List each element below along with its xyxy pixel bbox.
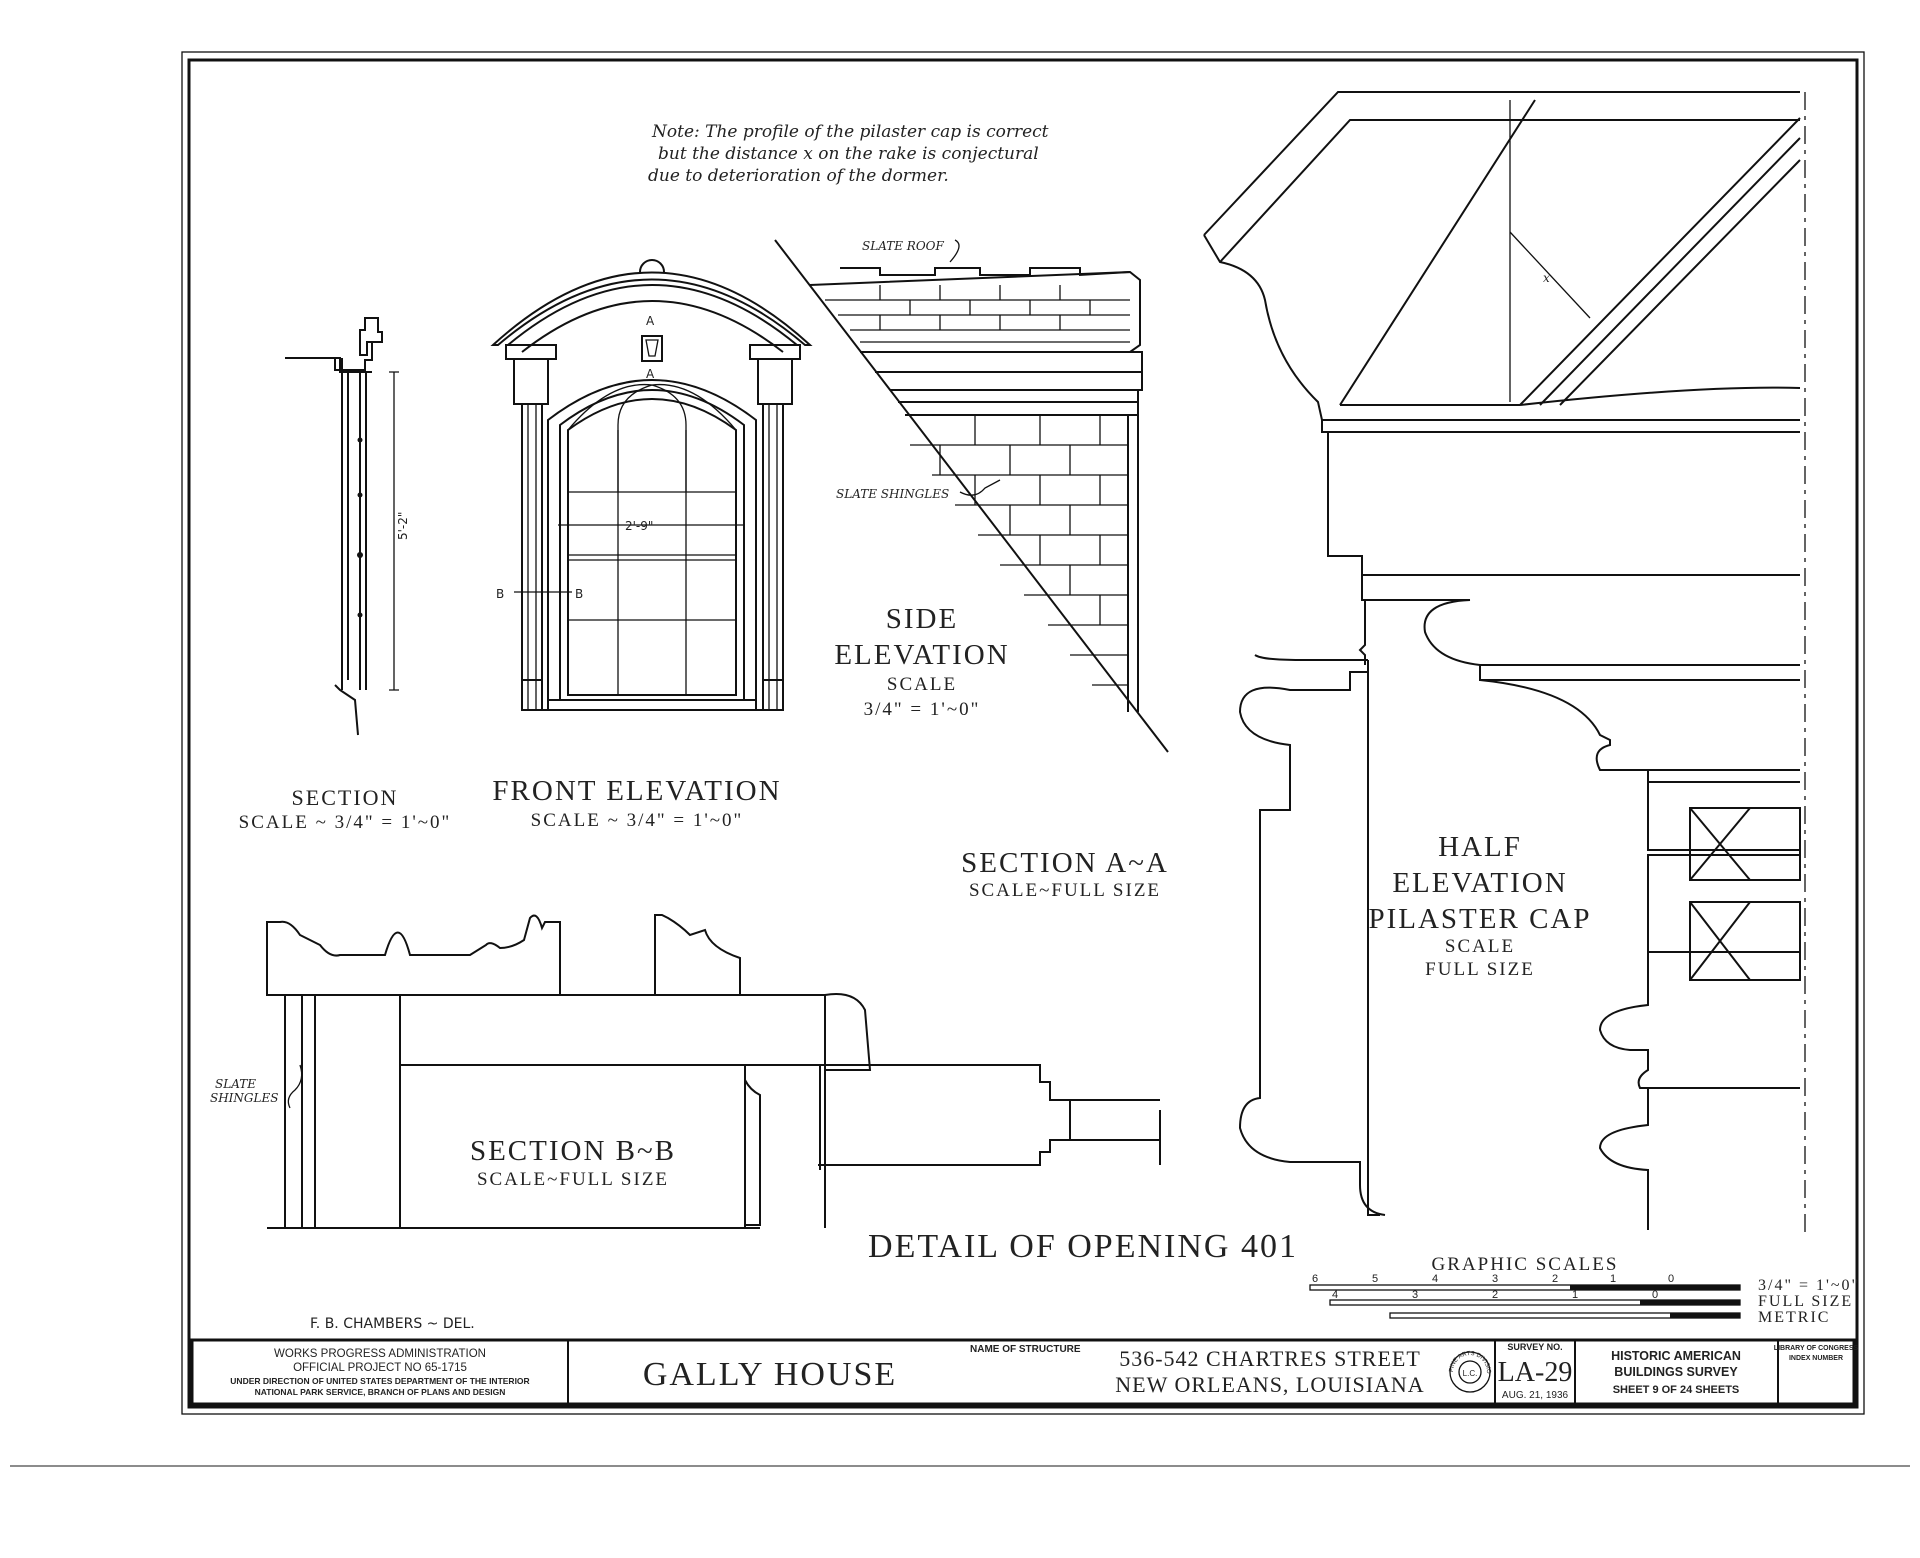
section-aa-label: SECTION A~A SCALE~FULL SIZE — [961, 847, 1169, 901]
pilaster-cap-drawing: x HALF ELEVATION PILASTER CAP SCALE FULL… — [1203, 91, 1806, 1238]
side-elevation-title-1: SIDE — [886, 603, 958, 635]
section-dimension: 5'-2" — [396, 512, 410, 540]
slate-shingles-label: SLATE SHINGLES — [836, 487, 949, 501]
address-line-2: NEW ORLEANS, LOUISIANA — [1115, 1372, 1424, 1397]
side-elevation-drawing: SLATE ROOF SLATE SHINGLES SIDE ELEVATION… — [774, 239, 1169, 753]
side-elevation-title-2: ELEVATION — [834, 639, 1009, 671]
section-aa-title: SECTION A~A — [961, 847, 1169, 879]
side-elevation-scale-1: SCALE — [887, 674, 957, 695]
section-bb-drawing: SLATE SHINGLES SECTION B~B SCALE~FULL SI… — [210, 914, 1161, 1229]
front-elevation-title: FRONT ELEVATION — [492, 775, 781, 807]
detail-title: DETAIL OF OPENING 401 — [868, 1228, 1298, 1265]
half-elevation-title-3: PILASTER CAP — [1368, 903, 1591, 935]
section-bb-title: SECTION B~B — [470, 1135, 676, 1167]
section-aa-scale: SCALE~FULL SIZE — [969, 880, 1161, 901]
survey-label: SURVEY NO. — [1507, 1342, 1562, 1352]
marker-b-right: B — [575, 587, 583, 601]
svg-text:0: 0 — [1652, 1289, 1658, 1301]
svg-text:6: 6 — [1312, 1273, 1318, 1285]
delineator: F. B. CHAMBERS ~ DEL. — [310, 1316, 475, 1332]
scale-row1-ticks: 6 5 4 3 2 1 0 — [1312, 1273, 1674, 1285]
note-block: Note: The profile of the pilaster cap is… — [648, 122, 1049, 186]
slate-roof-label: SLATE ROOF — [862, 239, 944, 253]
svg-text:4: 4 — [1332, 1289, 1338, 1301]
section-scale: SCALE ~ 3/4" = 1'~0" — [239, 812, 452, 833]
marker-a-top: A — [646, 314, 655, 328]
scale-label-3: METRIC — [1758, 1309, 1830, 1326]
svg-text:2: 2 — [1492, 1289, 1498, 1301]
front-elevation-dimension: 2'-9" — [625, 519, 653, 533]
structure-label: NAME OF STRUCTURE — [970, 1344, 1081, 1355]
svg-text:3: 3 — [1412, 1289, 1418, 1301]
note-line-3: due to deterioration of the dormer. — [648, 166, 949, 186]
note-line-1: Note: The profile of the pilaster cap is… — [651, 122, 1049, 142]
structure-name: GALLY HOUSE — [643, 1356, 897, 1393]
habs-line-2: BUILDINGS SURVEY — [1614, 1365, 1738, 1379]
half-elevation-scale-2: FULL SIZE — [1425, 959, 1535, 980]
section-drawing: 5'-2" SECTION SCALE ~ 3/4" = 1'~0" — [239, 317, 452, 833]
sheet-number: SHEET 9 OF 24 SHEETS — [1613, 1384, 1740, 1396]
side-elevation-scale-2: 3/4" = 1'~0" — [864, 699, 981, 720]
survey-date: AUG. 21, 1936 — [1502, 1390, 1569, 1401]
loc-line-2: INDEX NUMBER — [1789, 1355, 1843, 1362]
section-bb-scale: SCALE~FULL SIZE — [477, 1169, 669, 1190]
graphic-scales-title: GRAPHIC SCALES — [1432, 1254, 1619, 1275]
scale-row2-ticks: 4 3 2 1 0 — [1332, 1289, 1658, 1301]
loc-line-1: LIBRARY OF CONGRESS — [1774, 1345, 1859, 1352]
half-elevation-title-2: ELEVATION — [1392, 867, 1567, 899]
svg-text:0: 0 — [1668, 1273, 1674, 1285]
note-line-2: but the distance x on the rake is conjec… — [658, 144, 1039, 164]
svg-text:2: 2 — [1552, 1273, 1558, 1285]
agency-line-1: WORKS PROGRESS ADMINISTRATION — [274, 1348, 486, 1360]
agency-line-4: NATIONAL PARK SERVICE, BRANCH OF PLANS A… — [255, 1387, 506, 1397]
scale-label-2: FULL SIZE — [1758, 1293, 1853, 1310]
sheet-border — [10, 51, 1910, 1467]
section-bb-shingles-label-1: SLATE — [215, 1077, 256, 1091]
svg-text:3: 3 — [1492, 1273, 1498, 1285]
front-elevation-drawing: A A 2'-9" B B FRONT ELEVATION SCALE ~ 3/… — [490, 259, 813, 831]
half-elevation-scale-1: SCALE — [1445, 936, 1515, 957]
address-line-1: 536-542 CHARTRES STREET — [1119, 1346, 1421, 1371]
scale-label-1: 3/4" = 1'~0" — [1758, 1277, 1860, 1294]
section-bb-shingles-label-2: SHINGLES — [210, 1091, 278, 1105]
graphic-scales: GRAPHIC SCALES 6 5 4 3 2 1 0 4 3 2 1 0 3… — [1309, 1254, 1860, 1326]
survey-number: LA-29 — [1498, 1357, 1573, 1388]
agency-line-3: UNDER DIRECTION OF UNITED STATES DEPARTM… — [230, 1376, 529, 1386]
svg-text:4: 4 — [1432, 1273, 1438, 1285]
seal-center: L.C. — [1463, 1369, 1478, 1378]
svg-text:1: 1 — [1572, 1289, 1578, 1301]
rake-distance-mark: x — [1543, 271, 1550, 285]
agency-line-2: OFFICIAL PROJECT NO 65-1715 — [293, 1362, 467, 1374]
section-title: SECTION — [292, 785, 399, 810]
svg-text:1: 1 — [1610, 1273, 1616, 1285]
half-elevation-title-1: HALF — [1438, 831, 1522, 863]
marker-b-left: B — [496, 587, 504, 601]
svg-text:5: 5 — [1372, 1273, 1378, 1285]
habs-line-1: HISTORIC AMERICAN — [1611, 1349, 1741, 1363]
marker-a-bottom: A — [646, 367, 655, 381]
front-elevation-scale: SCALE ~ 3/4" = 1'~0" — [531, 810, 744, 831]
